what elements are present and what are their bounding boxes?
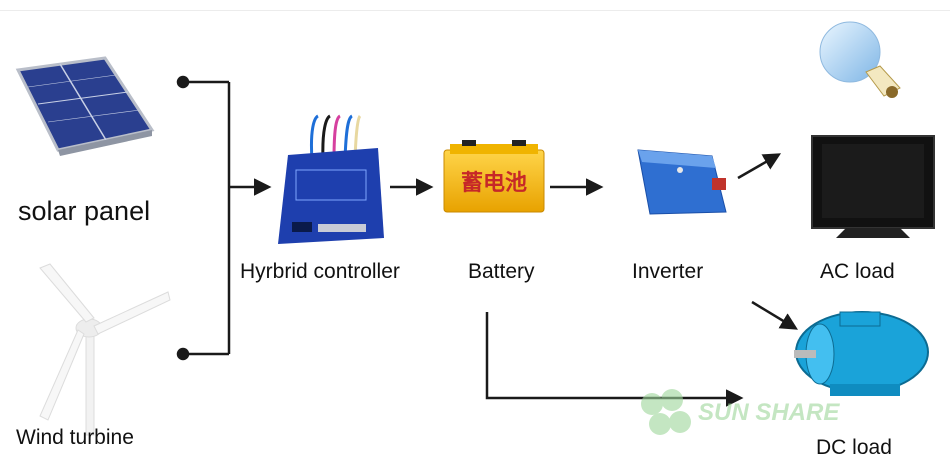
inverter-icon (637, 149, 727, 215)
tv-icon (811, 135, 935, 238)
dc-load-label: DC load (816, 436, 892, 459)
source-connector (176, 75, 272, 361)
solar-panel-label: solar panel (18, 196, 151, 226)
battery-icon (443, 140, 545, 213)
wind-turbine-icon (39, 263, 171, 436)
arrow-battery-dc-load (485, 312, 744, 407)
solar-panel-icon (15, 56, 155, 156)
motor-icon (794, 311, 929, 396)
light-bulb-icon (819, 21, 901, 98)
wind-turbine-label: Wind turbine (16, 426, 134, 449)
controller-label: Hyrbrid controller (240, 260, 400, 283)
controller-icon (278, 114, 384, 244)
arrow-inverter-ac-load (737, 153, 782, 180)
ac-load-label: AC load (820, 260, 895, 283)
top-divider (0, 10, 950, 11)
watermark-text: SUN SHARE (698, 399, 840, 426)
arrow-to-motor (751, 300, 798, 330)
battery-chinese-label: 蓄电池 (461, 171, 527, 196)
inverter-label: Inverter (632, 260, 704, 283)
watermark-logo-icon (641, 389, 691, 435)
battery-label: Battery (468, 260, 535, 283)
